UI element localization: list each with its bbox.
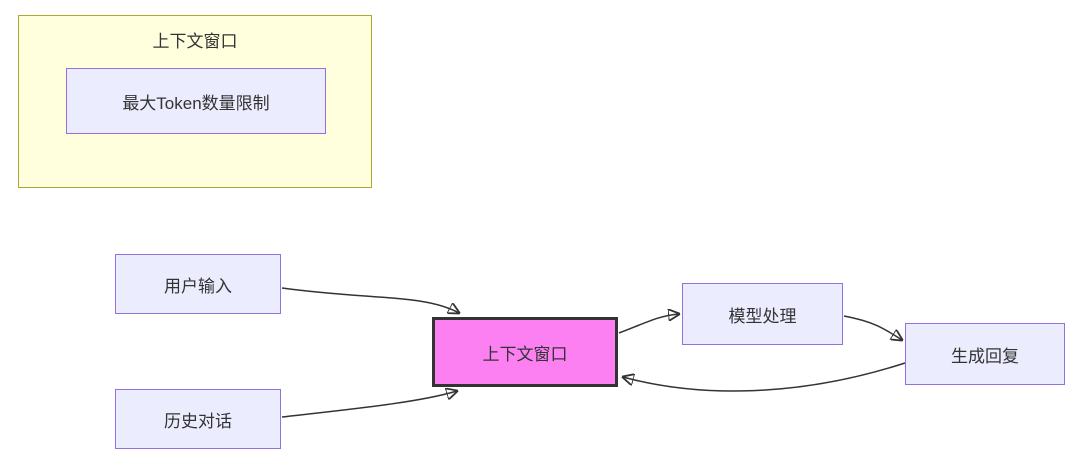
node-user-input-label: 用户输入 [164, 276, 232, 296]
node-max-token-limit-label: 最大Token数量限制 [122, 93, 270, 113]
edge-model-to-reply [843, 315, 902, 340]
node-generate-reply: 生成回复 [905, 323, 1065, 385]
node-model-process: 模型处理 [682, 283, 843, 345]
node-context-window-label: 上下文窗口 [482, 344, 568, 364]
node-max-token-limit: 最大Token数量限制 [66, 68, 326, 134]
node-context-window: 上下文窗口 [432, 317, 618, 387]
node-history-dialog: 历史对话 [115, 389, 281, 449]
edge-user-input-to-context [281, 287, 459, 313]
subgraph-title: 上下文窗口 [152, 32, 238, 51]
edge-reply-to-context [623, 362, 906, 392]
edge-history-to-context [281, 391, 457, 418]
edge-context-to-model [618, 314, 679, 334]
node-generate-reply-label: 生成回复 [951, 346, 1019, 366]
node-history-dialog-label: 历史对话 [164, 411, 232, 431]
node-user-input: 用户输入 [115, 254, 281, 314]
node-model-process-label: 模型处理 [728, 306, 797, 326]
subgraph-context-window: 上下文窗口 最大Token数量限制 [18, 15, 372, 188]
